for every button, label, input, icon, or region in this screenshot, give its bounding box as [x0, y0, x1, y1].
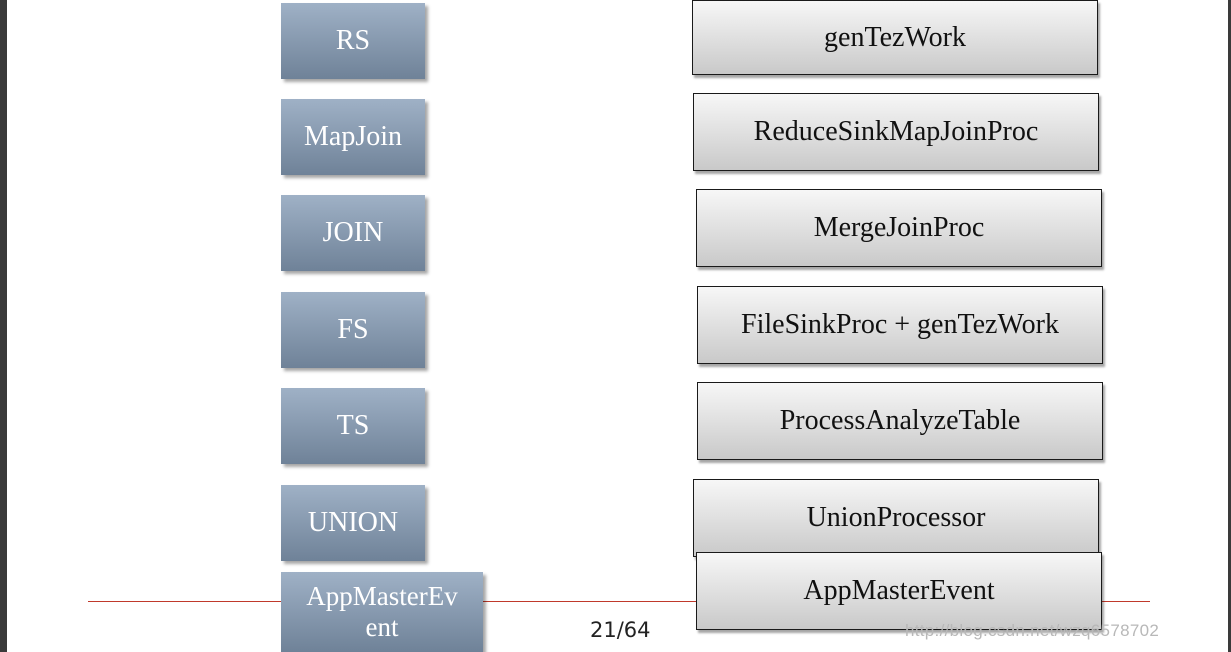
left-frame-edge [0, 0, 7, 652]
operator-box-union: UNION [281, 485, 425, 561]
operator-box-fs: FS [281, 292, 425, 368]
operator-box-mapjoin: MapJoin [281, 99, 425, 175]
operator-box-rs: RS [281, 3, 425, 79]
operator-box-appmasterevent: AppMasterEv ent [281, 572, 483, 652]
watermark-url: http://blog.csdn.net/wzq6578702 [905, 621, 1160, 640]
operator-box-join: JOIN [281, 195, 425, 271]
page-number: 21/64 [590, 618, 651, 642]
processor-box-mergejoinproc: MergeJoinProc [696, 189, 1102, 267]
processor-box-unionprocessor: UnionProcessor [693, 479, 1099, 557]
processor-box-filesinkproc: FileSinkProc + genTezWork [697, 286, 1103, 364]
right-frame-edge [1228, 0, 1231, 652]
footer-rule [88, 601, 1150, 602]
processor-box-reducesinkmapjoinproc: ReduceSinkMapJoinProc [693, 93, 1099, 171]
processor-box-processanalyzetable: ProcessAnalyzeTable [697, 382, 1103, 460]
operator-box-ts: TS [281, 388, 425, 464]
processor-box-gentezwork: genTezWork [692, 0, 1098, 75]
processor-box-appmasterevent: AppMasterEvent [696, 552, 1102, 630]
